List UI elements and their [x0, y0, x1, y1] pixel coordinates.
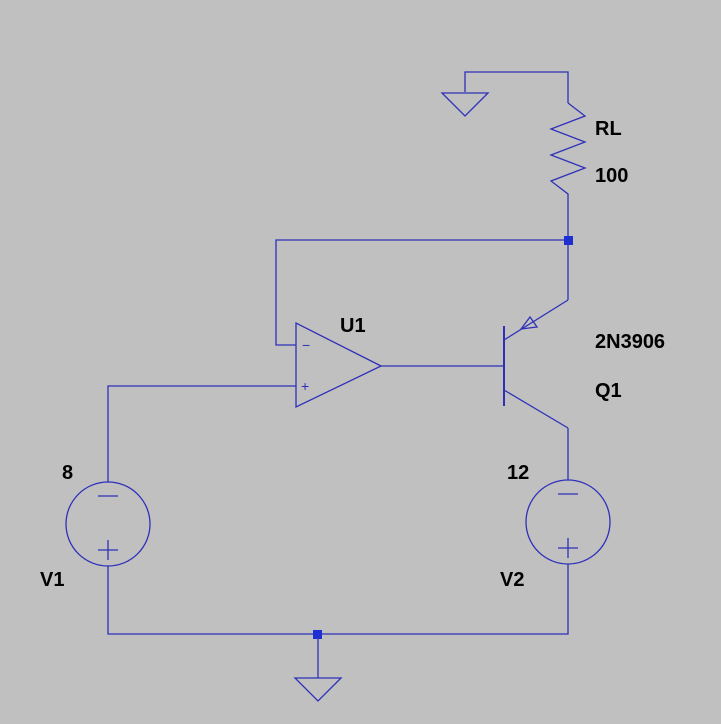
- v2-value-label: 12: [507, 462, 529, 484]
- v2-ref-label: V2: [500, 569, 524, 591]
- q1-ref-label: Q1: [595, 380, 622, 402]
- opamp-noninverting-pin-label: +: [301, 378, 309, 394]
- opamp-inverting-pin-label: −: [302, 337, 310, 353]
- voltage-source-v1[interactable]: [65, 481, 151, 567]
- u1-ref-label: U1: [340, 315, 366, 337]
- v1-value-label: 8: [62, 462, 73, 484]
- q1-value-label: 2N3906: [595, 331, 665, 353]
- v1-to-opamp-wire: [107, 385, 296, 482]
- feedback-wire: [275, 239, 568, 346]
- rl-value-label: 100: [595, 165, 628, 187]
- bottom-return-wire: [107, 564, 569, 635]
- bottom-ground-symbol: [293, 634, 343, 702]
- top-ground-symbol: [440, 71, 569, 117]
- rl-ref-label: RL: [595, 118, 622, 140]
- resistor-rl[interactable]: [549, 102, 587, 240]
- v1-ref-label: V1: [40, 569, 64, 591]
- opamp-u1[interactable]: − +: [295, 321, 383, 409]
- transistor-q1[interactable]: [381, 240, 569, 480]
- voltage-source-v2[interactable]: [525, 479, 611, 565]
